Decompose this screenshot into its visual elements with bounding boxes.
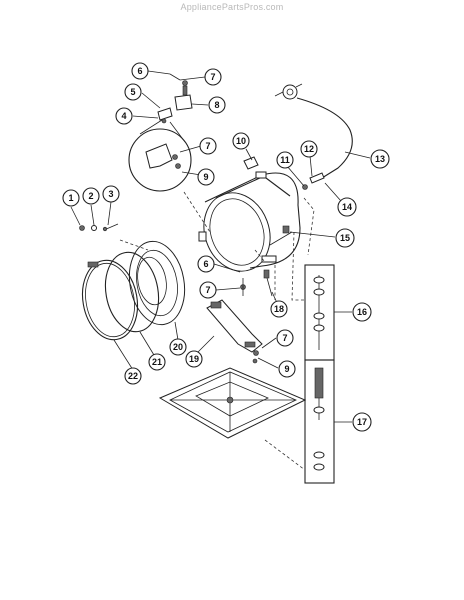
door-rings — [81, 240, 186, 341]
callout-19: 19 — [185, 350, 203, 368]
callout-7-lower: 7 — [276, 329, 294, 347]
callout-12: 12 — [300, 140, 318, 158]
svg-text:10: 10 — [236, 136, 246, 146]
dashed-guides — [119, 191, 315, 471]
callout-18: 18 — [270, 300, 288, 318]
svg-text:3: 3 — [108, 189, 113, 199]
svg-text:6: 6 — [137, 66, 142, 76]
callout-3: 3 — [102, 185, 120, 203]
svg-text:12: 12 — [304, 144, 314, 154]
svg-text:20: 20 — [173, 342, 183, 352]
callout-21: 21 — [148, 353, 166, 371]
callout-1: 1 — [62, 189, 80, 207]
svg-text:14: 14 — [342, 202, 352, 212]
callout-17: 17 — [352, 412, 372, 432]
base-plate — [158, 367, 307, 439]
svg-text:7: 7 — [205, 141, 210, 151]
svg-text:9: 9 — [284, 364, 289, 374]
svg-text:7: 7 — [210, 72, 215, 82]
callout-9-detail: 9 — [197, 168, 215, 186]
callout-22: 22 — [124, 367, 142, 385]
zoom-detail-circle — [128, 119, 192, 192]
svg-text:13: 13 — [375, 154, 385, 164]
svg-text:1: 1 — [68, 193, 73, 203]
callout-4: 4 — [115, 107, 133, 125]
callout-14: 14 — [337, 197, 357, 217]
callout-8: 8 — [208, 96, 226, 114]
svg-text:11: 11 — [280, 155, 290, 165]
svg-text:18: 18 — [274, 304, 284, 314]
svg-text:21: 21 — [152, 357, 162, 367]
callout-6-top: 6 — [131, 62, 149, 80]
svg-text:2: 2 — [88, 191, 93, 201]
callout-7-top: 7 — [204, 68, 222, 86]
drive-assembly — [274, 83, 353, 190]
callout-13: 13 — [370, 149, 390, 169]
svg-text:22: 22 — [128, 371, 138, 381]
svg-text:5: 5 — [130, 87, 135, 97]
watermark-text: AppliancePartsPros.com — [180, 2, 284, 12]
svg-text:6: 6 — [203, 259, 208, 269]
svg-text:9: 9 — [203, 172, 208, 182]
callout-7-detail: 7 — [199, 137, 217, 155]
upper-bracket — [157, 80, 193, 124]
callout-9-lower: 9 — [278, 360, 296, 378]
svg-text:7: 7 — [282, 333, 287, 343]
support-strap — [206, 269, 273, 364]
svg-text:4: 4 — [121, 111, 126, 121]
callout-16: 16 — [352, 302, 372, 322]
svg-text:8: 8 — [214, 100, 219, 110]
small-fasteners — [79, 223, 119, 232]
callout-20: 20 — [169, 338, 187, 356]
svg-text:19: 19 — [189, 354, 199, 364]
svg-text:15: 15 — [340, 233, 350, 243]
callout-10: 10 — [232, 132, 250, 150]
svg-text:16: 16 — [357, 307, 367, 317]
callout-5: 5 — [124, 83, 142, 101]
callout-15: 15 — [335, 228, 355, 248]
svg-text:17: 17 — [357, 417, 367, 427]
callout-6-lower: 6 — [197, 255, 215, 273]
leader-lines — [70, 70, 371, 423]
callout-2: 2 — [82, 187, 100, 205]
svg-text:7: 7 — [205, 285, 210, 295]
callout-11: 11 — [276, 151, 294, 169]
suspension-assemblies — [304, 264, 335, 484]
callout-7-middle: 7 — [199, 281, 217, 299]
